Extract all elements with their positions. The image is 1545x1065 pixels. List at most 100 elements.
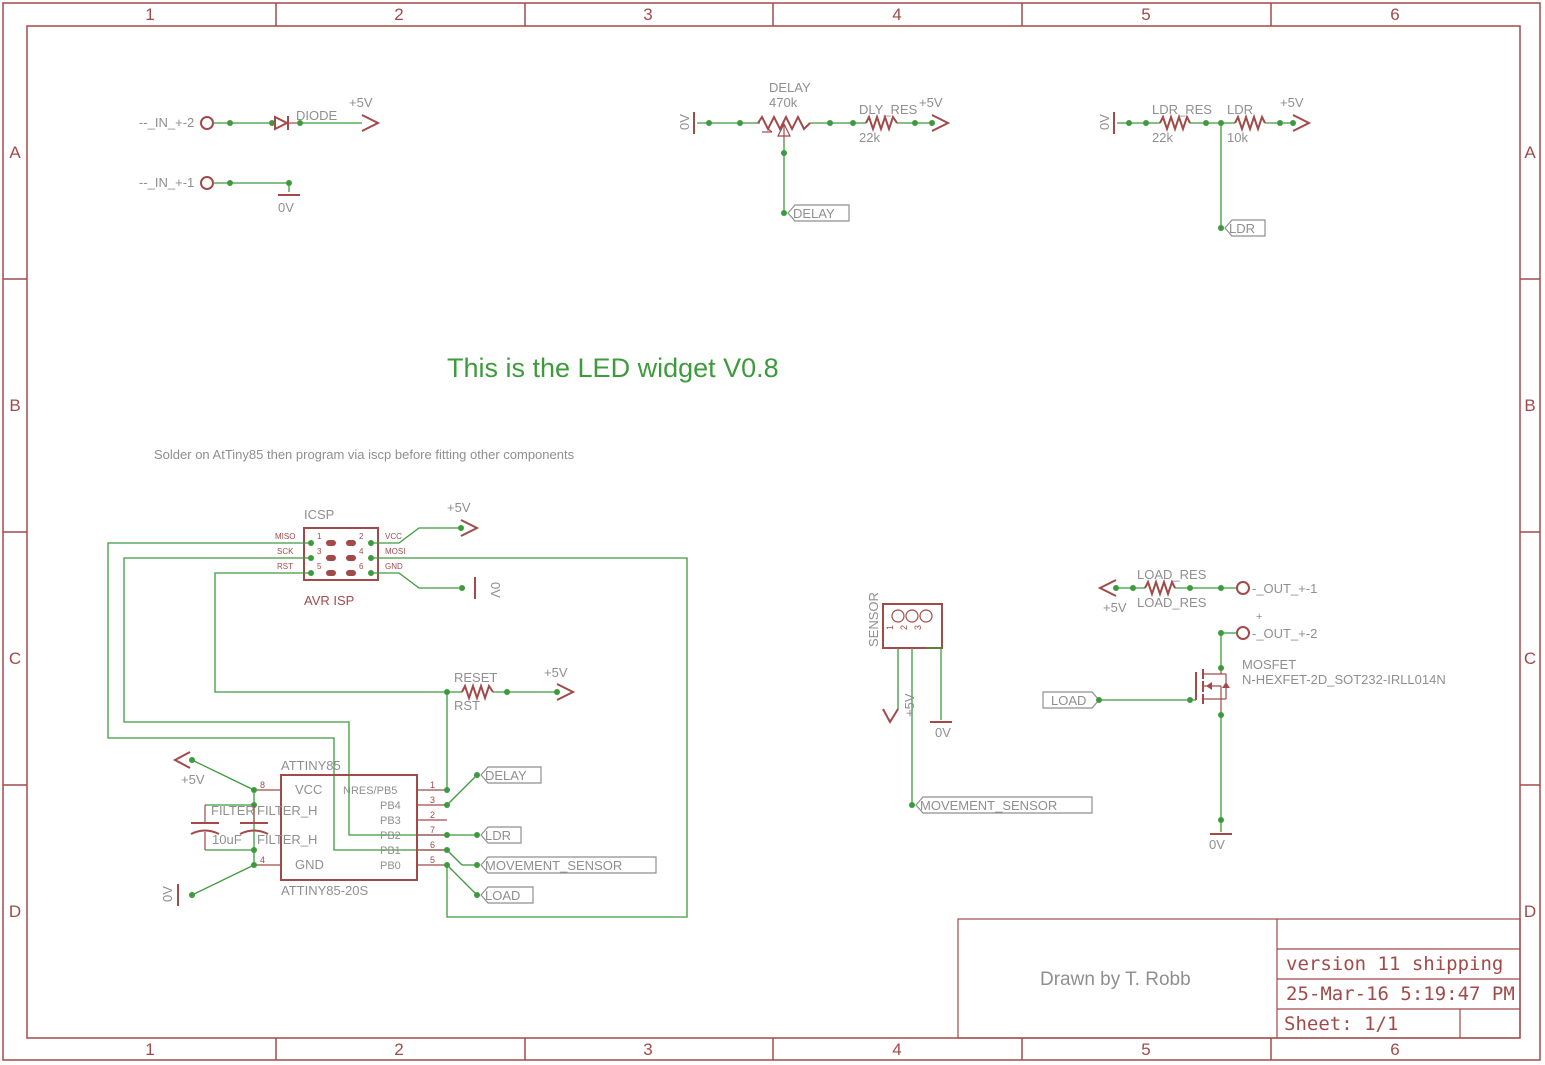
plus5v-arrow-icon [556,683,576,701]
plus5v-arrow-icon [1292,114,1312,132]
col-label-bottom-1: 1 [145,1040,154,1059]
sensor-gnd-label: 0V [935,725,951,740]
svg-text:3: 3 [913,625,923,630]
col-label-top-1: 1 [145,5,154,24]
input-2-terminal-icon [200,116,214,130]
svg-text:1: 1 [317,532,322,541]
ldr-value: 10k [1227,130,1248,145]
output-plus-mark: + [1256,611,1262,623]
filter-cap-value: 10uF [212,832,242,847]
delay-block: 0V DELAY 470k DLY_RES 22k +5V [677,80,951,222]
attiny-pin-pb3: PB3 [380,815,401,827]
dly-res-value: 22k [859,130,880,145]
col-label-bottom-3: 3 [643,1040,652,1059]
input-2-label: --_IN_+-2 [139,115,194,130]
svg-text:MOVEMENT_SENSOR: MOVEMENT_SENSOR [920,798,1057,813]
row-label-right-a: A [1524,143,1536,162]
input-plus5v-label: +5V [349,95,373,110]
sensor-name: SENSOR [866,592,881,647]
attiny85-block: ATTINY85 VCC GND NRES/PB5 PB4 PB3 PB2 PB… [160,751,657,906]
svg-text:5: 5 [317,562,322,571]
delay-gnd-label: 0V [677,114,692,130]
svg-text:1: 1 [885,625,895,630]
plus5v-arrow-icon [882,708,899,725]
col-label-top-3: 3 [643,5,652,24]
col-label-top-2: 2 [394,5,403,24]
svg-text:6: 6 [359,562,364,571]
svg-text:LDR: LDR [485,828,511,843]
plus5v-arrow-icon [931,114,951,132]
svg-text:MOVEMENT_SENSOR: MOVEMENT_SENSOR [485,858,622,873]
mosfet-name: MOSFET [1242,657,1296,672]
svg-text:3: 3 [317,547,322,556]
icsp-pin-gnd: GND [385,562,403,571]
filter-h-cap-name: FILTER_H [257,803,317,818]
svg-text:2: 2 [899,625,909,630]
svg-text:DELAY: DELAY [485,768,527,783]
row-label-left-c: C [9,649,21,668]
ldr-plus5v-label: +5V [1280,95,1304,110]
plus5v-arrow-icon [172,751,191,769]
attiny-value: ATTINY85-20S [281,883,369,898]
reset-res-name: RESET [454,670,497,685]
input-block: --_IN_+-2 DIODE +5V --_IN_+-1 0V [139,95,381,215]
resistor-icon [865,113,898,133]
sensor-block: 1 2 3 SENSOR +5V 0V MOVEMENT_SENSOR [866,592,1093,814]
icsp-pin-sck: SCK [277,547,294,556]
svg-text:1: 1 [430,780,435,790]
row-label-right-d: D [1524,902,1536,921]
col-label-bottom-5: 5 [1141,1040,1150,1059]
col-label-top-4: 4 [892,5,901,24]
capacitor-icon [190,805,220,850]
icsp-pin-mosi: MOSI [385,547,405,556]
row-label-left-d: D [9,902,21,921]
schematic-title: This is the LED widget V0.8 [447,353,779,383]
load-res-name: LOAD_RES [1137,567,1207,582]
plus5v-arrow-icon [361,114,381,132]
plus5v-arrow-icon [1097,579,1117,597]
output-2-terminal-icon [1236,626,1250,640]
potentiometer-icon [757,114,811,142]
attiny-gnd-label: 0V [160,886,175,902]
output-1-terminal-icon [1236,581,1250,595]
icsp-block: ICSP 1 2 3 4 5 6 MISO SCK RST VCC MOSI G… [107,500,688,918]
col-label-top-6: 6 [1390,5,1399,24]
ldr-block: 0V LDR_RES 22k LDR 10k +5V LDR [1097,95,1312,237]
svg-text:2: 2 [430,810,435,820]
sensor-plus5v-label: +5V [902,693,917,717]
input-1-terminal-icon [200,176,214,190]
output-1-label: -_OUT_+-1 [1252,581,1317,596]
input-1-label: --_IN_+-1 [139,175,194,190]
attiny-pin-pb1: PB1 [380,845,401,857]
icsp-gnd-label: 0V [488,582,503,598]
ldr-res-name: LDR_RES [1152,102,1212,117]
instruction-note: Solder on AtTiny85 then program via iscp… [154,447,575,462]
filter-h-cap-value: FILTER_H [257,832,317,847]
ldr-gnd-label: 0V [1097,114,1112,130]
ldr-res-value: 22k [1152,130,1173,145]
svg-text:LDR: LDR [1229,221,1255,236]
row-label-right-c: C [1524,649,1536,668]
svg-text:LOAD: LOAD [1051,693,1086,708]
attiny-name: ATTINY85 [281,758,341,773]
icsp-pin-miso: MISO [275,532,295,541]
delay-pot-value: 470k [769,95,798,110]
col-label-bottom-2: 2 [394,1040,403,1059]
resistor-icon [1159,113,1191,133]
mosfet-icon [1195,668,1230,713]
reset-block: RESET RST +5V [444,665,576,790]
delay-pot-name: DELAY [769,80,811,95]
diode-label: DIODE [296,108,338,123]
svg-text:4: 4 [359,547,364,556]
row-label-right-b: B [1524,396,1535,415]
output-2-label: -_OUT_+-2 [1252,626,1317,641]
svg-text:3: 3 [430,795,435,805]
icsp-pin-vcc: VCC [385,532,402,541]
col-label-top-5: 5 [1141,5,1150,24]
attiny-pin-pb0: PB0 [380,860,401,872]
output-block: +5V LOAD_RES LOAD_RES -_OUT_+-1 + -_OUT_… [1042,567,1446,852]
capacitor-icon [239,805,269,835]
date-text: 25-Mar-16 5:19:47 PM [1286,983,1515,1005]
delay-net-label: DELAY [787,204,850,222]
